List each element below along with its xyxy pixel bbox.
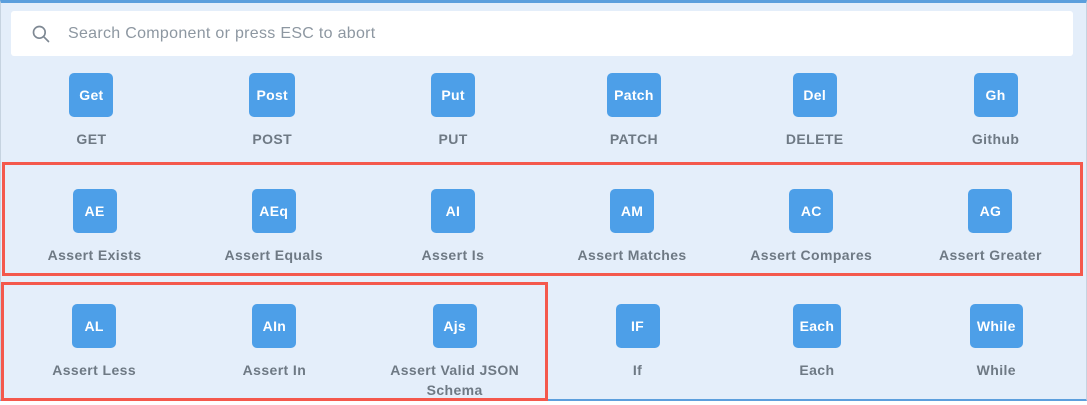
component-label-assert-is: Assert Is <box>421 247 485 263</box>
component-patch[interactable]: Patch PATCH <box>543 73 724 149</box>
component-assert-equals[interactable]: AEq Assert Equals <box>184 189 363 273</box>
component-label-assert-equals: Assert Equals <box>224 247 324 263</box>
search-icon <box>32 25 50 42</box>
highlight-box-row3: AL Assert Less AIn Assert In Ajs Assert … <box>1 282 548 401</box>
component-label-get: GET <box>76 131 107 147</box>
component-put[interactable]: Put PUT <box>363 73 544 149</box>
component-label-github: Github <box>971 131 1020 147</box>
component-button-patch[interactable]: Patch <box>607 73 661 117</box>
component-button-if[interactable]: IF <box>615 304 660 348</box>
component-label-assert-greater: Assert Greater <box>938 247 1042 263</box>
component-label-assert-less: Assert Less <box>52 362 137 378</box>
component-button-assert-in[interactable]: AIn <box>252 304 297 348</box>
component-row-http: Get GET Post POST Put PUT Patch PATCH De… <box>1 73 1086 149</box>
component-label-while: While <box>976 362 1016 378</box>
component-label-put: PUT <box>438 131 468 147</box>
component-post[interactable]: Post POST <box>182 73 363 149</box>
component-assert-valid-json-schema[interactable]: Ajs Assert Valid JSON Schema <box>365 304 545 400</box>
component-button-assert-compares[interactable]: AC <box>789 189 834 233</box>
component-row-logic: AL Assert Less AIn Assert In Ajs Assert … <box>1 282 1086 401</box>
component-row-logic-rest: IF If Each Each While While <box>548 282 1086 401</box>
component-if[interactable]: IF If <box>548 304 727 401</box>
component-label-delete: DELETE <box>785 131 844 147</box>
component-button-post[interactable]: Post <box>249 73 296 117</box>
component-button-delete[interactable]: Del <box>792 73 837 117</box>
component-label-each: Each <box>799 362 835 378</box>
component-button-assert-equals[interactable]: AEq <box>251 189 296 233</box>
component-delete[interactable]: Del DELETE <box>724 73 905 149</box>
component-github[interactable]: Gh Github <box>905 73 1086 149</box>
component-button-while[interactable]: While <box>969 304 1023 348</box>
component-while[interactable]: While While <box>907 304 1086 401</box>
component-assert-is[interactable]: AI Assert Is <box>363 189 542 273</box>
component-assert-greater[interactable]: AG Assert Greater <box>901 189 1080 273</box>
component-button-put[interactable]: Put <box>431 73 476 117</box>
component-assert-compares[interactable]: AC Assert Compares <box>722 189 901 273</box>
component-button-assert-exists[interactable]: AE <box>72 189 117 233</box>
component-button-assert-matches[interactable]: AM <box>610 189 655 233</box>
component-button-assert-valid-json-schema[interactable]: Ajs <box>432 304 477 348</box>
component-assert-in[interactable]: AIn Assert In <box>184 304 364 400</box>
component-assert-exists[interactable]: AE Assert Exists <box>5 189 184 273</box>
search-bar[interactable] <box>11 11 1073 56</box>
component-button-get[interactable]: Get <box>69 73 114 117</box>
component-label-assert-compares: Assert Compares <box>750 247 873 263</box>
component-button-each[interactable]: Each <box>792 304 842 348</box>
component-button-github[interactable]: Gh <box>973 73 1018 117</box>
component-assert-matches[interactable]: AM Assert Matches <box>543 189 722 273</box>
component-label-if: If <box>632 362 643 378</box>
component-label-post: POST <box>252 131 293 147</box>
component-assert-less[interactable]: AL Assert Less <box>4 304 184 400</box>
component-each[interactable]: Each Each <box>727 304 906 401</box>
component-get[interactable]: Get GET <box>1 73 182 149</box>
component-button-assert-is[interactable]: AI <box>430 189 475 233</box>
search-input[interactable] <box>68 24 1073 43</box>
component-label-assert-matches: Assert Matches <box>577 247 687 263</box>
component-label-assert-in: Assert In <box>242 362 307 378</box>
component-label-assert-valid-json-schema: Assert Valid JSON Schema <box>390 362 520 398</box>
component-label-assert-exists: Assert Exists <box>47 247 142 263</box>
component-button-assert-greater[interactable]: AG <box>968 189 1013 233</box>
component-label-patch: PATCH <box>609 131 658 147</box>
component-button-assert-less[interactable]: AL <box>72 304 117 348</box>
highlight-box-row2: AE Assert Exists AEq Assert Equals AI As… <box>2 162 1083 276</box>
